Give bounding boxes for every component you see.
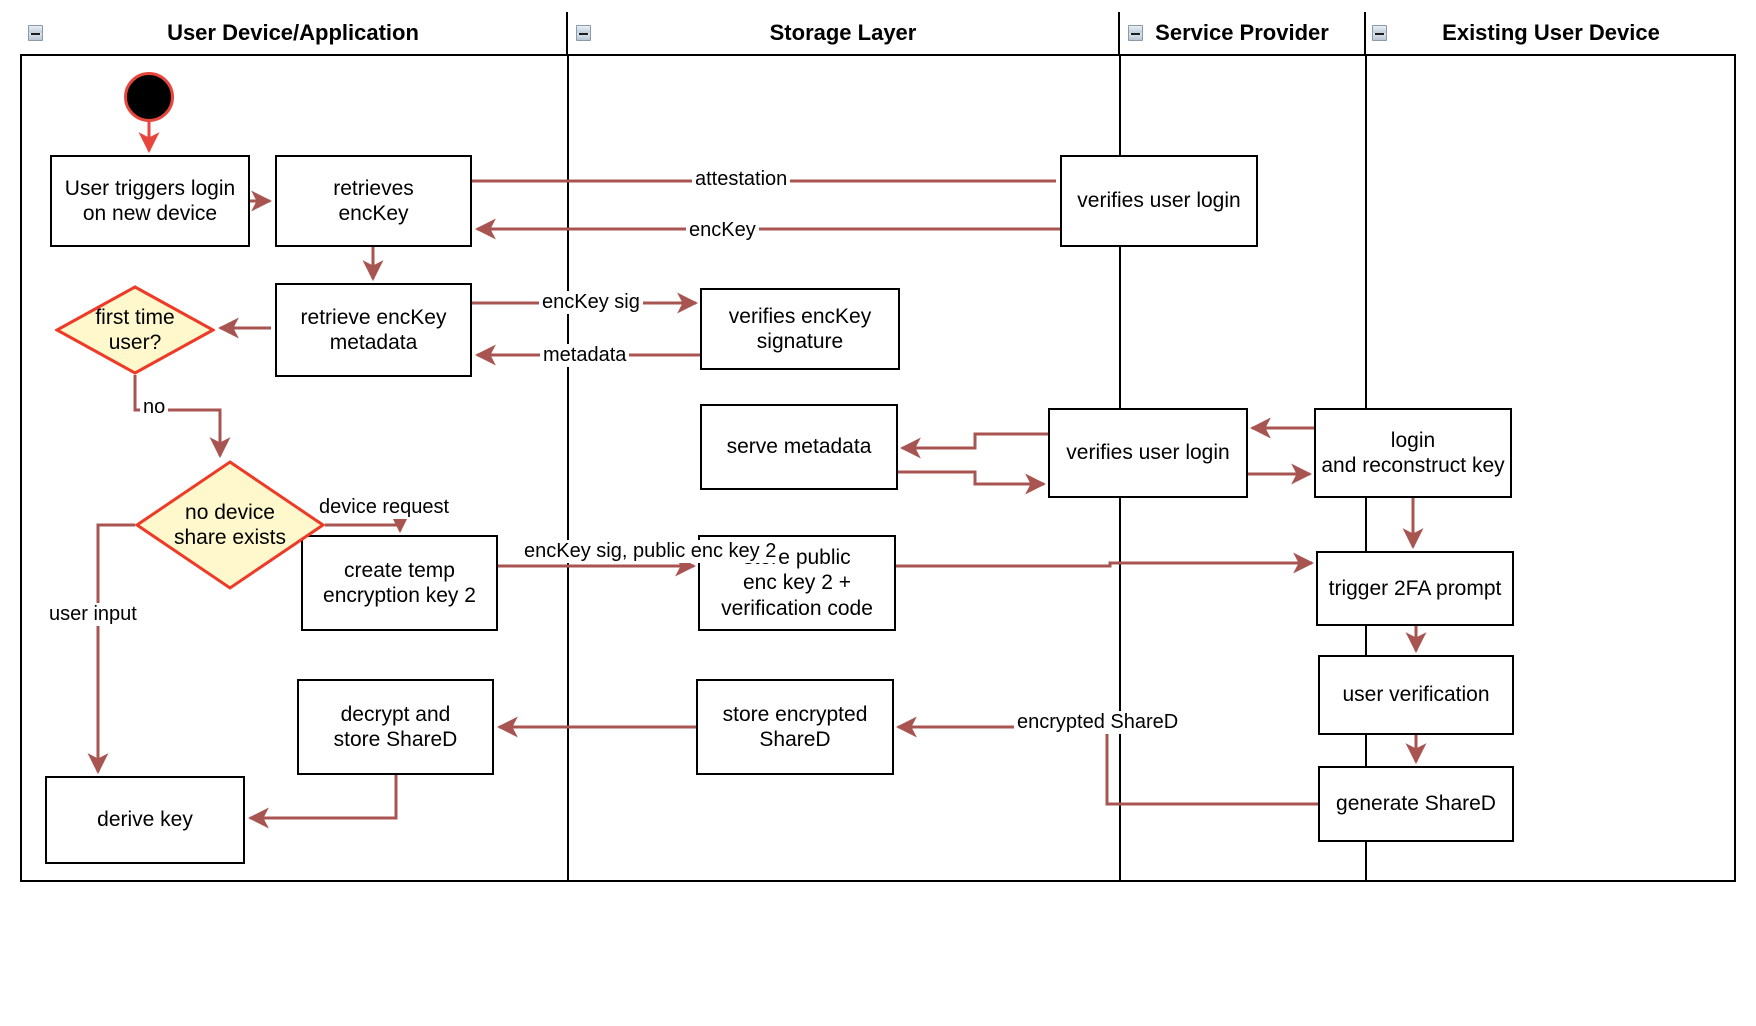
node-store-encrypted-shared[interactable]: store encrypted ShareD [696,679,894,775]
decision-no-device-share-exists[interactable]: no device share exists [135,460,325,590]
node-verifies-enckey-signature[interactable]: verifies encKey signature [700,288,900,370]
edge-label-enckey-sig-public-enc-key-2: encKey sig, public enc key 2 [521,540,780,563]
start-node [124,72,174,122]
collapse-icon-user-device[interactable] [28,25,43,41]
node-user-triggers-login[interactable]: User triggers login on new device [50,155,250,247]
node-verifies-user-login-top[interactable]: verifies user login [1060,155,1258,247]
collapse-icon-storage[interactable] [576,25,591,41]
node-create-temp-encryption-key-2[interactable]: create temp encryption key 2 [301,535,498,631]
lane-title-service-provider: Service Provider [1155,20,1329,45]
lane-header-service-provider[interactable]: Service Provider [1120,12,1366,56]
node-user-verification[interactable]: user verification [1318,655,1514,735]
lane-header-user-device[interactable]: User Device/Application [20,12,568,56]
edge-label-user-input: user input [46,603,140,626]
node-store-public-enc-key-2[interactable]: store public enc key 2 + verification co… [698,535,896,631]
diamond-shape-first-time-user [55,285,215,375]
node-retrieves-enckey[interactable]: retrieves encKey [275,155,472,247]
diamond-shape-no-device-share-exists [135,460,325,590]
lane-title-storage: Storage Layer [769,20,917,45]
node-trigger-2fa-prompt[interactable]: trigger 2FA prompt [1316,551,1514,626]
edge-label-enckey-sig: encKey sig [539,291,643,314]
lane-title-user-device: User Device/Application [167,20,419,45]
edge-label-enckey: encKey [686,219,759,242]
node-decrypt-and-store-shared[interactable]: decrypt and store ShareD [297,679,494,775]
edge-label-device-request: device request [316,496,453,519]
node-generate-shared[interactable]: generate ShareD [1318,766,1514,842]
edge-label-encrypted-shared: encrypted ShareD [1014,711,1182,734]
node-login-and-reconstruct-key[interactable]: login and reconstruct key [1314,408,1512,498]
edge-label-attestation: attestation [692,168,791,191]
edge-label-metadata: metadata [540,344,630,367]
lane-header-storage[interactable]: Storage Layer [568,12,1120,56]
collapse-icon-existing-device[interactable] [1372,25,1387,41]
node-retrieve-enckey-metadata[interactable]: retrieve encKey metadata [275,283,472,377]
edge-label-no: no [140,396,169,419]
node-serve-metadata[interactable]: serve metadata [700,404,898,490]
node-derive-key[interactable]: derive key [45,776,245,864]
lane-title-existing-device: Existing User Device [1442,20,1660,45]
decision-first-time-user[interactable]: first time user? [55,285,215,375]
node-verifies-user-login-mid[interactable]: verifies user login [1048,408,1248,498]
collapse-icon-service-provider[interactable] [1128,25,1143,41]
lane-header-existing-device[interactable]: Existing User Device [1366,12,1736,56]
lane-divider-1 [567,56,569,882]
